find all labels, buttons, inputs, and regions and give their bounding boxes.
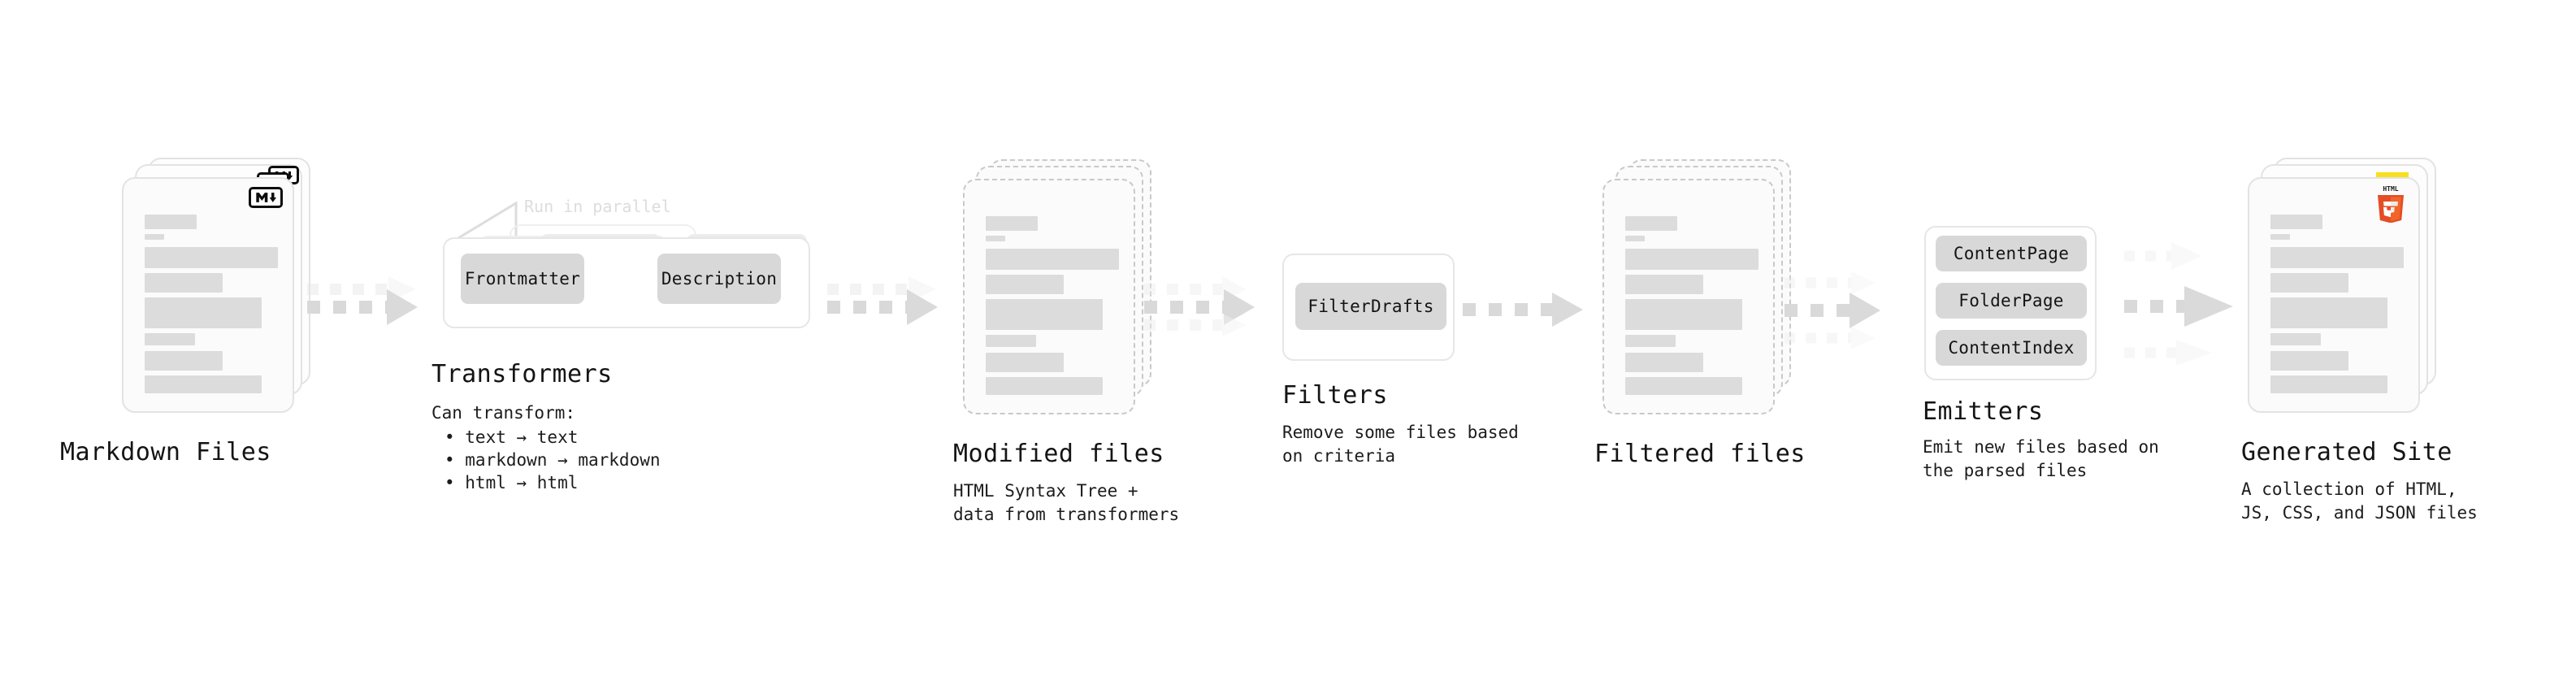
stage-title-filtered-files: Filtered files [1594,440,1806,468]
skeleton-subtitle [145,234,164,240]
skeleton-title [1625,216,1677,231]
skeleton-line [1625,353,1703,372]
transform-bullet-2: • html → html [445,473,579,492]
pill-contentpage[interactable]: ContentPage [1936,236,2087,271]
skeleton-line [986,299,1103,330]
stage-title-generated-site: Generated Site [2241,438,2452,466]
markdown-icon [249,187,283,208]
skeleton-line [986,377,1103,395]
skeleton-line [2270,375,2387,393]
skeleton-line [2270,351,2348,371]
flow-arrow-3 [1144,276,1255,336]
flow-arrow-5 [1785,271,1880,349]
pill-description[interactable]: Description [657,254,781,304]
skeleton-line [2270,273,2348,293]
skeleton-subtitle [1625,236,1645,241]
flow-arrow-4 [1463,293,1583,327]
skeleton-line [986,275,1064,294]
skeleton-line [986,335,1036,347]
html5-icon: HTML [2373,182,2409,223]
flow-arrow-6 [2124,242,2233,366]
modified-card-front [963,179,1135,414]
skeleton-line [145,351,223,371]
filtered-card-front [1602,179,1775,414]
skeleton-line [145,375,262,393]
skeleton-line [145,273,223,293]
skeleton-line [1625,335,1676,347]
skeleton-line [2270,333,2321,345]
stage-title-modified-files: Modified files [953,440,1164,468]
skeleton-line [1625,249,1759,270]
stage-title-emitters: Emitters [1923,397,2044,426]
markdown-card-front [122,177,294,413]
stage-desc-generated-site: A collection of HTML, JS, CSS, and JSON … [2241,479,2478,523]
stage-desc-emitters: Emit new files based on the parsed files [1923,437,2159,480]
transform-bullet-1: • markdown → markdown [445,450,661,470]
pill-folderpage[interactable]: FolderPage [1936,283,2087,319]
stage-title-markdown-files: Markdown Files [60,438,271,466]
stage-desc-filters: Remove some files based on criteria [1282,423,1519,466]
skeleton-line [145,297,262,328]
stage-desc-transformers: Can transform: [432,403,576,423]
pill-contentindex[interactable]: ContentIndex [1936,330,2087,366]
skeleton-line [145,333,195,345]
skeleton-line [986,353,1064,372]
stage-title-transformers: Transformers [432,360,613,388]
skeleton-subtitle [2270,234,2290,240]
skeleton-subtitle [986,236,1005,241]
skeleton-line [2270,247,2404,268]
transform-bullet-0: • text → text [445,427,579,447]
skeleton-title [986,216,1038,231]
skeleton-line [1625,275,1703,294]
stage-title-filters: Filters [1282,381,1388,410]
skeleton-line [1625,377,1742,395]
skeleton-title [2270,215,2322,229]
pill-frontmatter[interactable]: Frontmatter [461,254,584,304]
parallel-label: Run in parallel [524,197,671,216]
skeleton-line [1625,299,1742,330]
skeleton-line [2270,297,2387,328]
generated-card-front: HTML [2248,177,2420,413]
skeleton-line [986,249,1119,270]
skeleton-line [145,247,278,268]
svg-text:HTML: HTML [2383,185,2398,193]
flow-arrow-2 [827,276,938,325]
skeleton-title [145,215,197,229]
flow-arrow-1 [307,276,418,325]
pill-filterdrafts[interactable]: FilterDrafts [1295,283,1446,330]
stage-desc-modified-files: HTML Syntax Tree + data from transformer… [953,481,1180,524]
